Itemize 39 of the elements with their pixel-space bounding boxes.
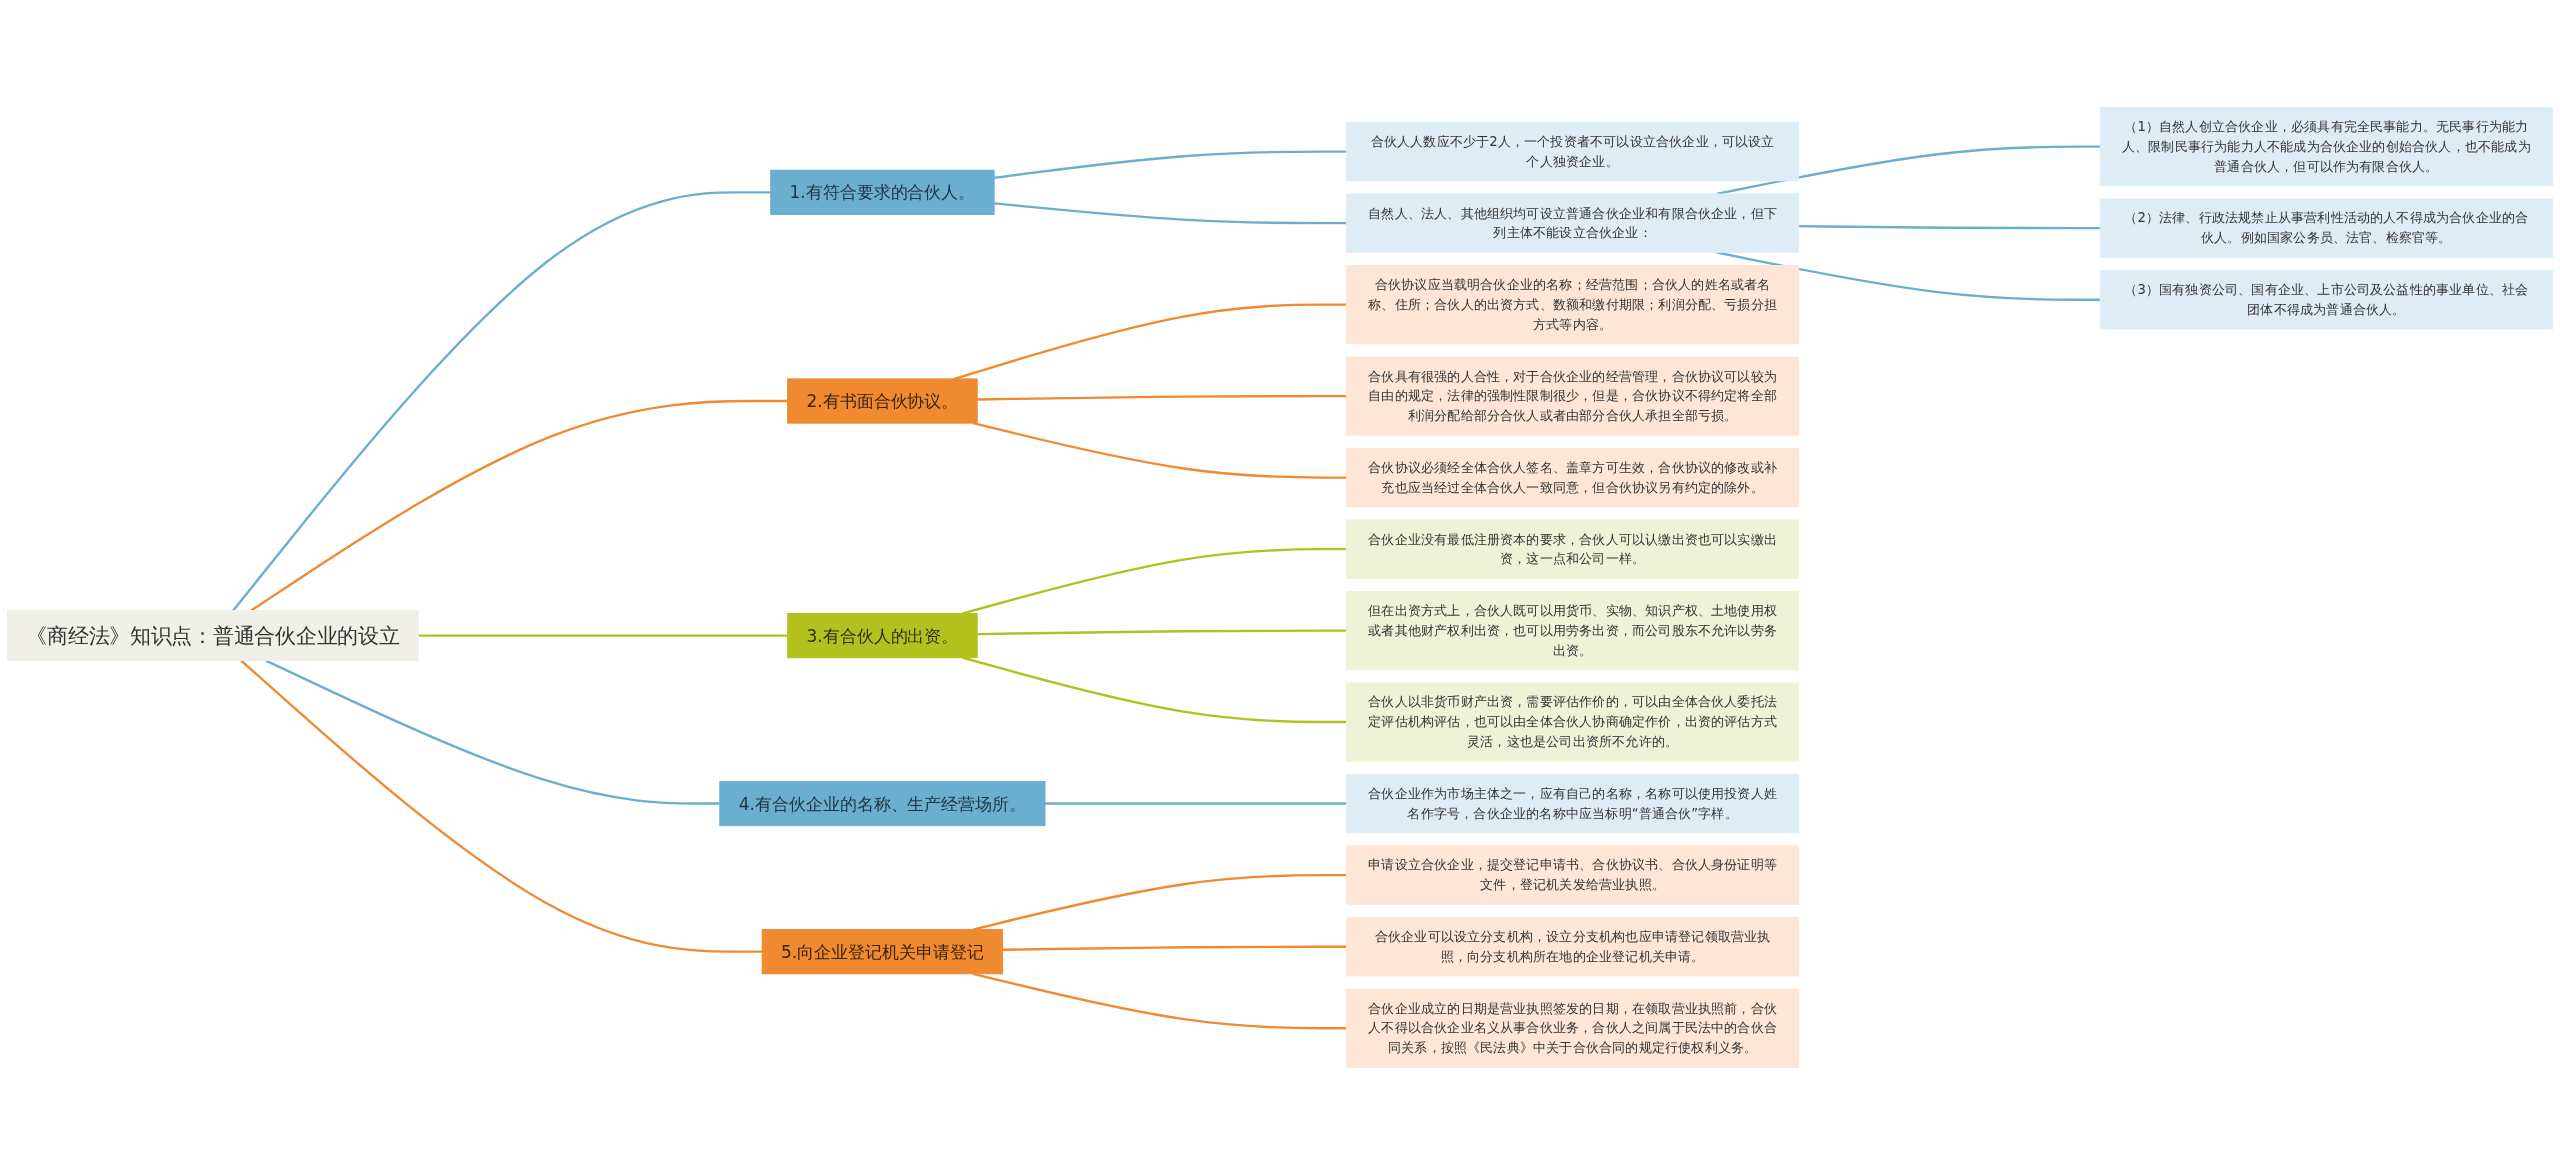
connector (265, 659, 720, 805)
node-box: 自然人、法人、其他组织均可设立普通合伙企业和有限合伙企业，但下列主体不能设立合伙企业： (1346, 193, 1800, 253)
node-box: 1.有符合要求的合伙人。 (770, 169, 995, 215)
connector (250, 399, 788, 612)
node-box: （3）国有独资公司、国有企业、上市公司及公益性的事业单位、社会团体不得成为普通合伙人。 (2099, 270, 2553, 330)
connector (977, 629, 1347, 636)
connector (240, 659, 763, 953)
connector (1002, 945, 1347, 952)
connector (972, 874, 1347, 931)
connector (418, 634, 788, 637)
node-box: 3.有合伙人的出资。 (787, 613, 978, 659)
node-box: 《商经法》知识点：普通合伙企业的设立 (7, 610, 419, 662)
node-box: 5.向企业登记机关申请登记 (761, 929, 1004, 975)
node-box: （2）法律、行政法规禁止从事营利性活动的人不得成为合伙企业的合伙人。例如国家公务员、法官、检察官等。 (2099, 198, 2553, 258)
node-box: 但在出资方式上，合伙人既可以用货币、实物、知识产权、土地使用权或者其他财产权利出资，也可以用劳务出资，而公司股东不允许以劳务出资。 (1346, 591, 1800, 671)
node-box: 合伙协议必须经全体合伙人签名、盖章方可生效，合伙协议的修改或补充也应当经过全体合伙人一致同意，但合伙协议另有约定的除外。 (1346, 447, 1800, 508)
node-box: 申请设立合伙企业，提交登记申请书、合伙协议书、合伙人身份证明等文件，登记机关发给营业执照。 (1346, 845, 1800, 905)
node-box: 合伙企业可以设立分支机构，设立分支机构也应申请登记领取营业执照，向分支机构所在地的企业登记机关申请。 (1346, 917, 1800, 977)
node-box: 合伙企业没有最低注册资本的要求，合伙人可以认缴出资也可以实缴出资，这一点和公司一样。 (1346, 519, 1800, 579)
node-box: 合伙企业成立的日期是营业执照签发的日期，在领取营业执照前，合伙人不得以合伙企业名义从事合伙业务，合伙人之间属于民法中的合伙合同关系，按照《民法典》中关于合伙合同的规定行使权利义务。 (1346, 988, 1800, 1068)
node-box: 合伙人以非货币财产出资，需要评估作价的，可以由全体合伙人委托法定评估机构评估，也可以由全体合伙人协商确定作价，出资的评估方式灵活，这也是公司出资所不允许的。 (1346, 682, 1800, 762)
connector (1045, 802, 1347, 805)
connector (977, 394, 1347, 401)
node-box: 合伙人人数应不少于2人，一个投资者不可以设立合伙企业，可以设立个人独资企业。 (1346, 121, 1800, 182)
node-box: 2.有书面合伙协议。 (787, 378, 978, 424)
connector (1716, 145, 2101, 196)
connector (972, 972, 1347, 1030)
connector (994, 202, 1347, 225)
node-box: 合伙企业作为市场主体之一，应有自己的名称，名称可以使用投资人姓名作字号，合伙企业的名称中应当标明“普通合伙”字样。 (1346, 773, 1800, 834)
connector (962, 548, 1347, 615)
connector (232, 191, 771, 612)
node-box: 4.有合伙企业的名称、生产经营场所。 (719, 781, 1046, 827)
node-box: 合伙具有很强的人合性，对于合伙企业的经营管理，合伙协议可以较为自由的规定，法律的强制性限制很少，但是，合伙协议不得约定将全部利润分配给部分合伙人或者由部分合伙人承担全部亏损。 (1346, 356, 1800, 436)
connector (962, 656, 1347, 724)
node-box: （1）自然人创立合伙企业，必须具有完全民事能力。无民事行为能力人、限制民事行为能力人不能成为合伙企业的创始合伙人，也不能成为普通合伙人，但可以作为有限合伙人。 (2099, 107, 2553, 187)
connector (1798, 225, 2101, 230)
connector (1716, 251, 2101, 301)
connector (994, 150, 1347, 180)
node-box: 合伙协议应当载明合伙企业的名称；经营范围；合伙人的姓名或者名称、住所；合伙人的出资方式、数额和缴付期限；利润分配、亏损分担方式等内容。 (1346, 265, 1800, 345)
